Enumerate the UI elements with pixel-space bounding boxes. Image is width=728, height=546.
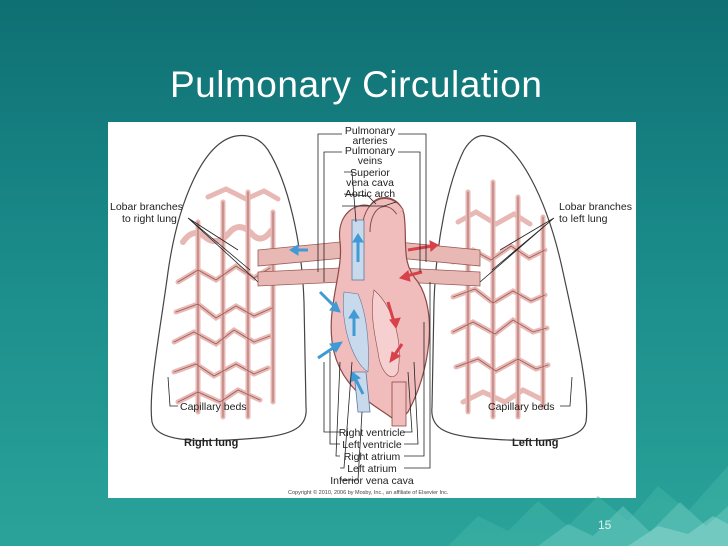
heart [330, 197, 431, 427]
label-right-lung: Right lung [184, 437, 238, 449]
label-superior-vena-cava-2: vena cava [346, 177, 394, 189]
deoxygenated-flow-arrows [289, 233, 365, 395]
decorative-ice-shapes [448, 466, 728, 546]
label-lobar-right-2: to right lung [122, 213, 177, 225]
label-capillary-left: Capillary beds [488, 401, 555, 413]
label-lobar-right-1: Lobar branches [110, 201, 183, 213]
copyright-text: Copyright © 2010, 2006 by Mosby, Inc., a… [288, 489, 449, 496]
page-number: 15 [598, 518, 612, 532]
label-right-atrium: Right atrium [344, 451, 401, 463]
label-inferior-vena-cava: Inferior vena cava [330, 475, 414, 487]
label-pulmonary-veins-2: veins [358, 155, 383, 167]
diagram-svg: Pulmonary arteries Pulmonary veins Super… [110, 125, 632, 496]
right-capillary-network [171, 186, 281, 420]
label-lobar-left-1: Lobar branches [559, 201, 632, 213]
label-lobar-left-2: to left lung [559, 213, 608, 225]
label-left-atrium: Left atrium [347, 463, 397, 475]
leader-lines [167, 133, 573, 481]
label-pulmonary-arteries-2: arteries [352, 135, 387, 147]
label-superior-vena-cava-1: Superior [350, 167, 390, 179]
label-right-ventricle: Right ventricle [339, 427, 406, 439]
right-lung-outline [150, 134, 307, 442]
left-capillary-network [450, 179, 551, 420]
label-left-ventricle: Left ventricle [342, 439, 402, 451]
label-pulmonary-veins-1: Pulmonary [345, 145, 396, 157]
label-pulmonary-arteries-1: Pulmonary [345, 125, 396, 137]
label-capillary-right: Capillary beds [180, 401, 247, 413]
slide-title: Pulmonary Circulation [170, 64, 543, 105]
left-lung-outline [431, 135, 588, 442]
pulmonary-circulation-diagram: Pulmonary arteries Pulmonary veins Super… [108, 122, 636, 498]
label-aortic-arch: Aortic arch [345, 188, 395, 200]
label-left-lung: Left lung [512, 437, 558, 449]
